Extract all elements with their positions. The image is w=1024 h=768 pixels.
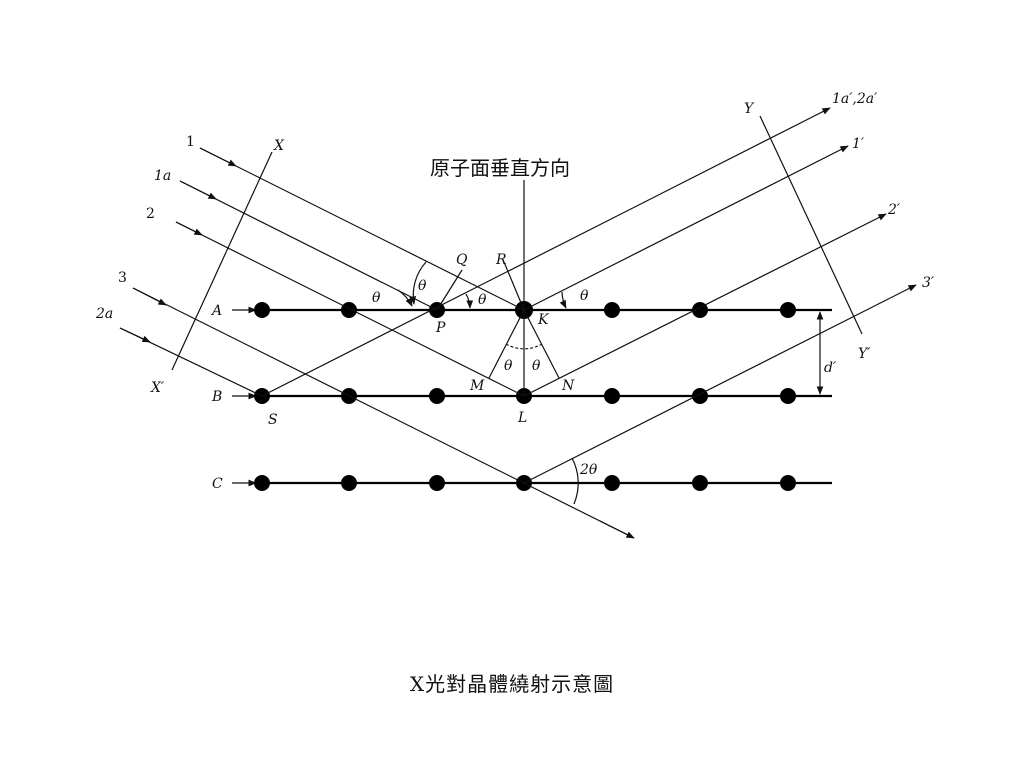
incident-ray-3-arrow [132, 287, 167, 306]
two-theta-arc [571, 457, 579, 505]
line-kr [503, 261, 525, 311]
atom [780, 302, 796, 318]
diffracted-label-2: 2′ [887, 202, 901, 218]
theta-label-q: θ [418, 278, 427, 294]
incident-ray-3-end-arrow [599, 520, 635, 539]
incident-rays [119, 147, 635, 539]
incident-ray-1a-arrow [179, 180, 217, 200]
incident-label-1a: 1a [154, 168, 171, 184]
atom [780, 475, 796, 491]
theta-label-p-left: θ [372, 290, 381, 306]
atom [429, 475, 445, 491]
atom [254, 475, 270, 491]
point-label-r: R [495, 252, 507, 268]
incident-ray-2 [175, 221, 525, 397]
wavefront-label-y: Y [744, 101, 755, 117]
atom [692, 475, 708, 491]
angle-arcs [397, 261, 579, 505]
point-label-l: L [517, 410, 527, 426]
point-label-k: K [537, 312, 550, 328]
atom [604, 475, 620, 491]
incident-ray-2a-arrow [119, 327, 151, 343]
diffracted-label-3: 3′ [922, 275, 935, 291]
theta-label-kml-right: θ [532, 358, 541, 374]
plane-label-c: C [212, 476, 223, 492]
atomic-planes [232, 306, 832, 487]
incident-label-2: 2 [146, 206, 155, 222]
wavefront-label-y-prime: Y′ [858, 346, 871, 362]
diffracted-label-1a-2a: 1a′,2a′ [832, 91, 878, 107]
atom [341, 475, 357, 491]
plane-label-b: B [211, 389, 222, 405]
point-label-p: P [435, 320, 446, 336]
diffracted-ray-2 [523, 213, 887, 397]
wavefront-y [759, 115, 863, 335]
point-label-s: S [268, 412, 278, 428]
incident-label-1: 1 [186, 134, 195, 150]
theta-label-k: θ [580, 288, 589, 304]
incident-ray-1a [179, 180, 438, 311]
spacing-label: d′ [824, 360, 837, 376]
point-label-m: M [469, 378, 485, 394]
diffracted-ray-1 [523, 145, 849, 311]
wavefront-label-x-prime: X′ [150, 380, 165, 396]
atom [604, 388, 620, 404]
perpendicular-kq [436, 269, 463, 311]
atom [341, 302, 357, 318]
plane-label-a: A [210, 303, 222, 319]
theta-arc-k [559, 291, 567, 309]
incident-ray-2-arrow [175, 221, 203, 236]
atom [254, 302, 270, 318]
theta-arc-q [409, 261, 427, 305]
atom [429, 388, 445, 404]
axis-title: 原子面垂直方向 [430, 156, 570, 180]
diffracted-rays [261, 107, 917, 484]
theta-arc-p-left [397, 289, 413, 307]
incident-ray-1 [199, 147, 525, 311]
point-label-q: Q [456, 252, 468, 268]
wavefront-x [171, 151, 273, 371]
diffracted-ray-1a-2a [261, 107, 831, 397]
theta-arc-p-right [465, 293, 474, 309]
theta-label-kml-left: θ [504, 358, 513, 374]
point-label-n: N [561, 378, 575, 394]
diffracted-label-1: 1′ [852, 136, 865, 152]
figure-caption: X光對晶體繞射示意圖 [409, 672, 615, 696]
incident-ray-1-arrow [199, 147, 237, 167]
incident-ray-3 [132, 287, 635, 539]
two-theta-label: 2θ [579, 462, 598, 478]
incident-label-2a: 2a [95, 306, 113, 322]
atom [780, 388, 796, 404]
atom [604, 302, 620, 318]
incident-label-3: 3 [118, 270, 127, 286]
wavefront-label-x: X [273, 138, 285, 154]
theta-label-p-right: θ [478, 292, 487, 308]
atom [692, 388, 708, 404]
diffracted-ray-3 [523, 284, 917, 484]
